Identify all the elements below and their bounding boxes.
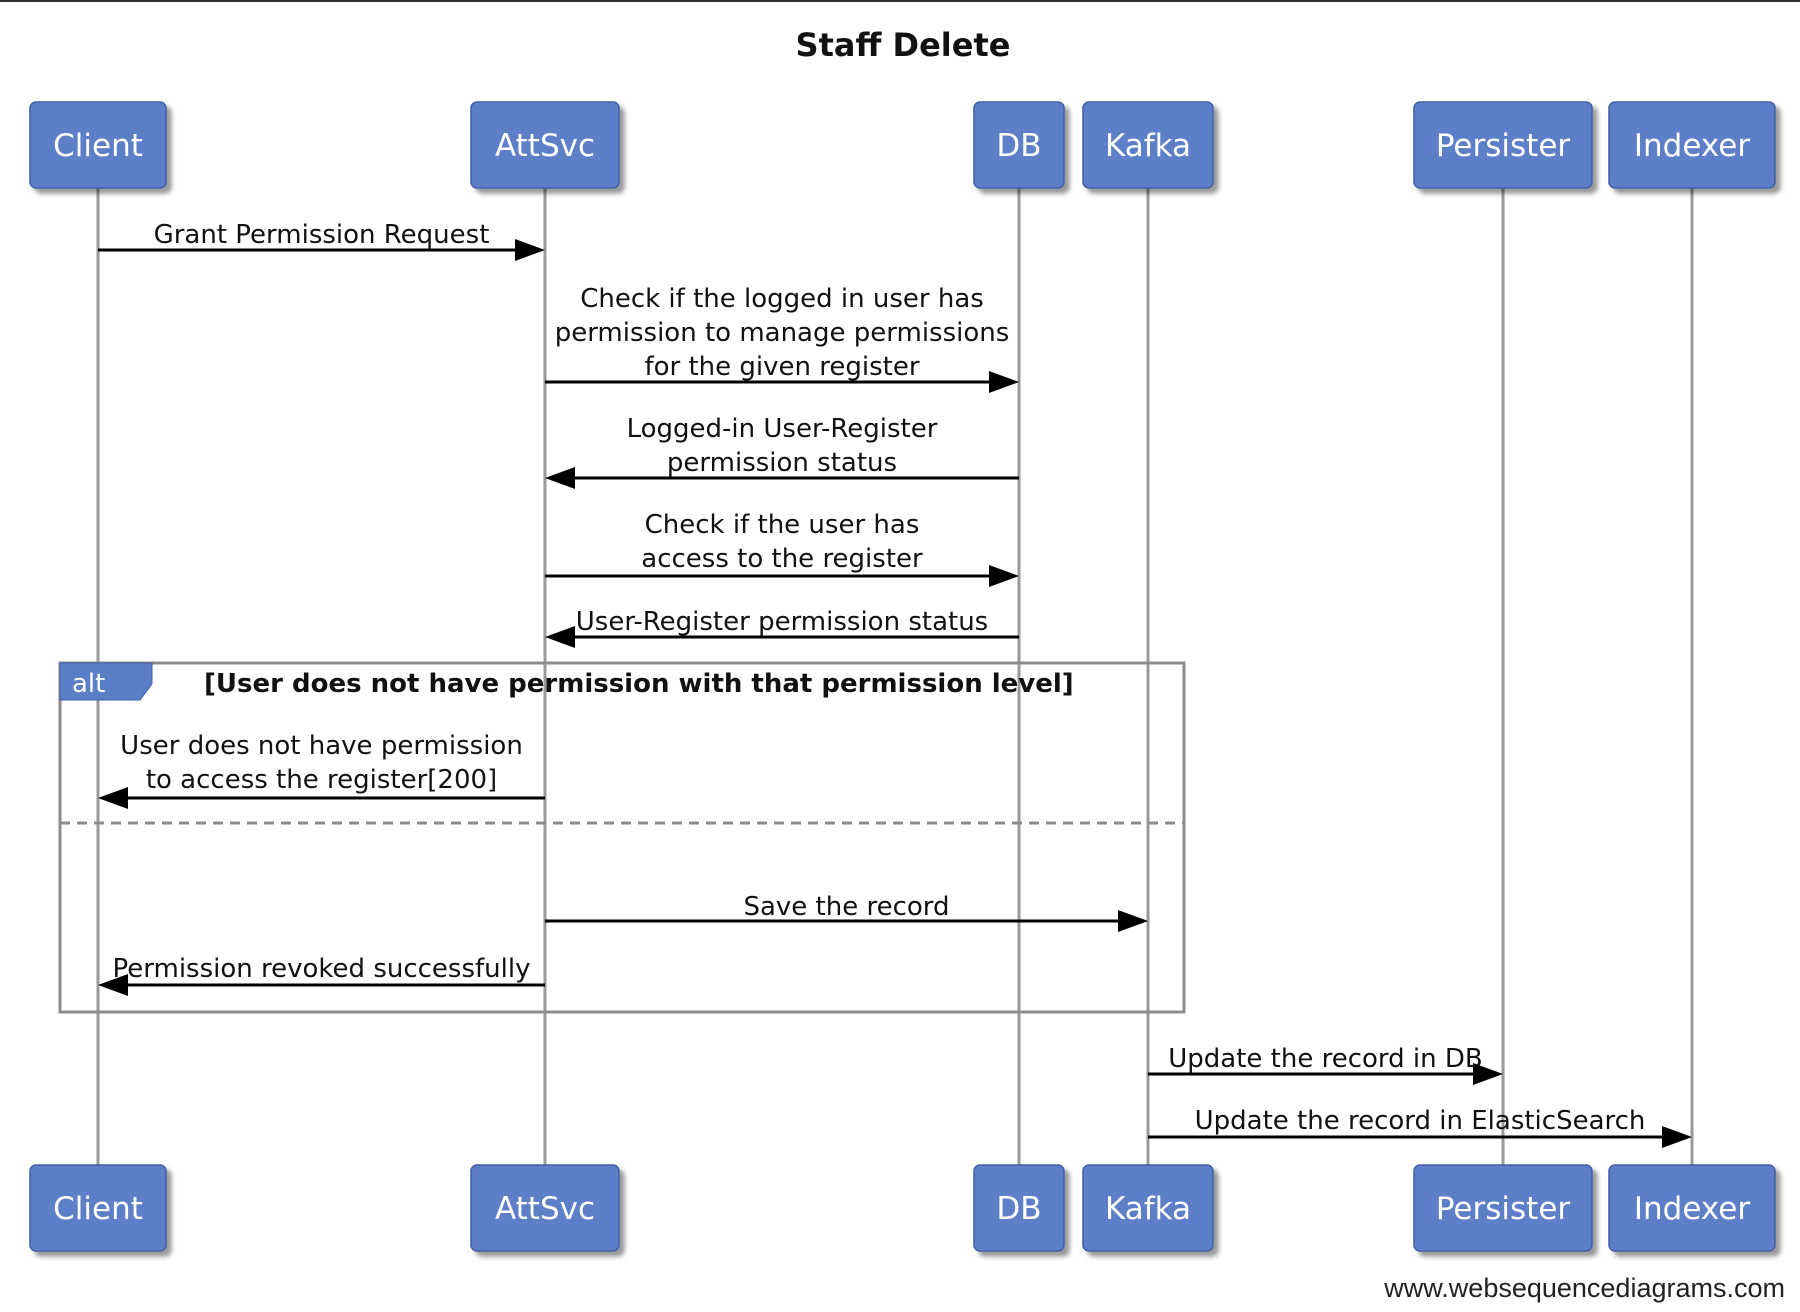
actor-label: Kafka: [1105, 1191, 1191, 1227]
actor-box: [29, 1164, 167, 1252]
message-3: Logged-in User-Register permission status: [545, 414, 1019, 489]
alt-condition: [User does not have permission with that…: [204, 669, 1074, 699]
actor-box: [973, 1164, 1065, 1252]
message-8: Permission revoked successfully: [98, 954, 545, 996]
message-label: Check if the user has: [645, 510, 920, 540]
message-label: access to the register: [641, 544, 923, 574]
actor-label: DB: [996, 128, 1041, 164]
alt-frame: alt [User does not have permission with t…: [58, 661, 1186, 1014]
actor-db-bottom: DB: [973, 1164, 1065, 1252]
message-1: Grant Permission Request: [98, 220, 545, 261]
message-label: Update the record in DB: [1168, 1044, 1483, 1074]
message-arrowhead: [989, 565, 1019, 587]
message-10: Update the record in ElasticSearch: [1148, 1106, 1692, 1148]
actor-label: DB: [996, 1191, 1041, 1227]
message-label: Save the record: [743, 892, 949, 922]
actor-box: [1608, 1164, 1776, 1252]
message-label: User does not have permission: [120, 731, 523, 761]
message-2: Check if the logged in user has permissio…: [545, 284, 1019, 393]
actor-db-top: DB: [973, 101, 1065, 189]
message-arrowhead: [545, 467, 575, 489]
actor-label: Persister: [1436, 1191, 1571, 1227]
message-label: permission to manage permissions: [555, 318, 1010, 348]
alt-tag-box: [59, 662, 153, 701]
actor-label: Indexer: [1634, 1191, 1750, 1227]
message-arrowhead: [1473, 1063, 1503, 1085]
actor-label: Kafka: [1105, 128, 1191, 164]
actor-indexer-bottom: Indexer: [1608, 1164, 1776, 1252]
message-6: User does not have permission to access t…: [98, 731, 545, 809]
actor-box: [1413, 101, 1593, 189]
message-label: Permission revoked successfully: [113, 954, 531, 984]
message-9: Update the record in DB: [1148, 1044, 1503, 1085]
message-arrowhead: [98, 787, 128, 809]
actor-box: [470, 1164, 620, 1252]
actor-label: AttSvc: [495, 1191, 595, 1227]
message-label: Check if the logged in user has: [580, 284, 984, 314]
lifelines: [96, 188, 1694, 1165]
message-4: Check if the user has access to the regis…: [545, 510, 1019, 587]
actor-label: Persister: [1436, 128, 1571, 164]
actor-kafka-top: Kafka: [1082, 101, 1214, 189]
actor-client-top: Client: [29, 101, 167, 189]
actor-kafka-bottom: Kafka: [1082, 1164, 1214, 1252]
message-5: User-Register permission status: [545, 607, 1019, 648]
message-arrowhead: [1662, 1126, 1692, 1148]
message-label: Update the record in ElasticSearch: [1195, 1106, 1646, 1136]
actor-indexer-top: Indexer: [1608, 101, 1776, 189]
actor-persister-top: Persister: [1413, 101, 1593, 189]
actor-box: [1413, 1164, 1593, 1252]
message-label: to access the register[200]: [146, 765, 497, 795]
footer-credit: www.websequencediagrams.com: [1383, 1273, 1785, 1303]
actor-attsvc-top: AttSvc: [470, 101, 620, 189]
actor-box: [1082, 1164, 1214, 1252]
actor-box: [1608, 101, 1776, 189]
actor-box: [470, 101, 620, 189]
actor-label: Client: [53, 128, 143, 164]
alt-frame-border: [58, 661, 1186, 1014]
actor-box: [29, 101, 167, 189]
actor-attsvc-bottom: AttSvc: [470, 1164, 620, 1252]
actor-label: Indexer: [1634, 128, 1750, 164]
message-label: Logged-in User-Register: [627, 414, 938, 444]
message-arrowhead: [1118, 910, 1148, 932]
message-arrowhead: [98, 974, 128, 996]
message-label: permission status: [667, 448, 897, 478]
actor-persister-bottom: Persister: [1413, 1164, 1593, 1252]
actor-box: [1082, 101, 1214, 189]
message-7: Save the record: [545, 892, 1148, 932]
message-label: for the given register: [644, 352, 919, 382]
actor-label: Client: [53, 1191, 143, 1227]
actor-box: [973, 101, 1065, 189]
message-label: User-Register permission status: [576, 607, 988, 637]
actor-client-bottom: Client: [29, 1164, 167, 1252]
message-label: Grant Permission Request: [154, 220, 490, 250]
message-arrowhead: [545, 626, 575, 648]
message-arrowhead: [515, 239, 545, 261]
message-arrowhead: [989, 371, 1019, 393]
alt-tag-label: alt: [72, 669, 105, 699]
actor-label: AttSvc: [495, 128, 595, 164]
diagram-title: Staff Delete: [796, 26, 1011, 64]
